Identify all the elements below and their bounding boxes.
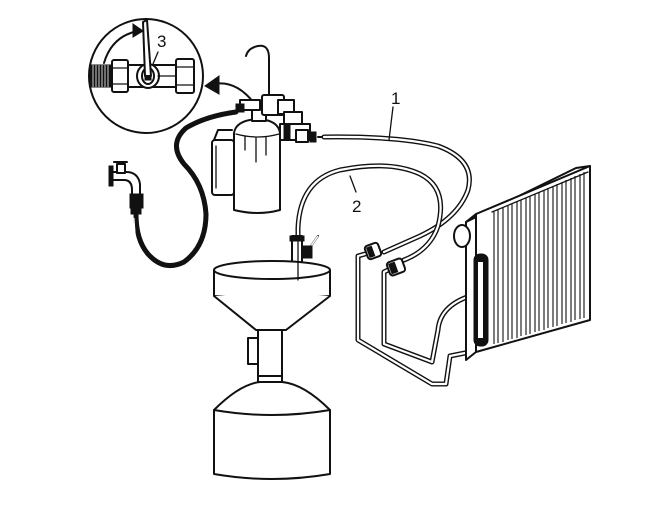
callout-2: 2 (352, 197, 361, 216)
drain-funnel (213, 235, 331, 383)
callout-3: 3 (157, 32, 166, 51)
flush-supply-hose (321, 106, 472, 255)
waste-container (213, 381, 331, 480)
valve-detail-inset (88, 18, 204, 134)
flushing-tool-canister (211, 44, 327, 214)
garden-hose (133, 109, 239, 269)
water-faucet (108, 161, 144, 215)
cooler-lines (355, 241, 473, 387)
return-drain-hose (295, 163, 444, 271)
callout-1: 1 (391, 89, 400, 108)
detail-arrow (204, 75, 255, 104)
cooler-radiator (453, 165, 591, 361)
